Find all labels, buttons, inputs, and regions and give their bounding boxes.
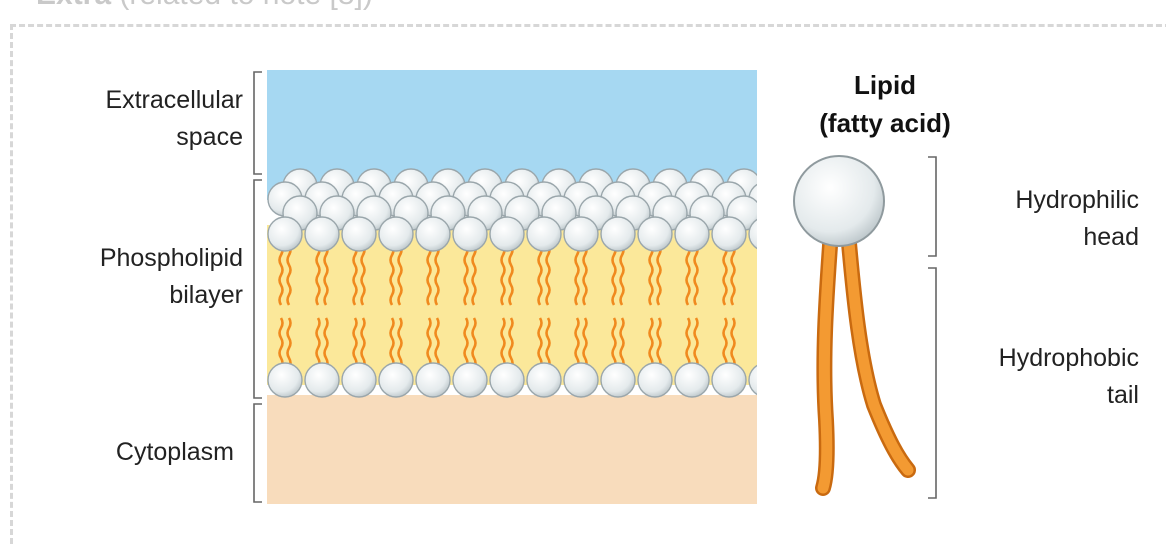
lipid-head bbox=[794, 156, 884, 246]
lipid-head-top bbox=[305, 217, 339, 251]
lipid-head-top bbox=[675, 217, 709, 251]
lipid-head-bottom bbox=[564, 363, 598, 397]
label-cytoplasm: Cytoplasm bbox=[36, 434, 234, 471]
lipid-head-top bbox=[490, 217, 524, 251]
lipid-head-bottom bbox=[601, 363, 635, 397]
lipid-head-top bbox=[749, 217, 783, 251]
lipid-head-bottom bbox=[305, 363, 339, 397]
bracket-cytoplasm bbox=[254, 404, 262, 502]
lipid-head-top bbox=[712, 217, 746, 251]
lipid-head-top bbox=[342, 217, 376, 251]
label-hydrophobic-tail: Hydrophobic tail bbox=[945, 340, 1139, 414]
lipid-head-top bbox=[416, 217, 450, 251]
lipid-head-bottom bbox=[342, 363, 376, 397]
bracket-extracellular bbox=[254, 72, 262, 174]
single-lipid bbox=[794, 156, 908, 488]
lipid-head-bottom bbox=[379, 363, 413, 397]
lipid-head-bottom bbox=[416, 363, 450, 397]
bracket-tail bbox=[928, 268, 936, 498]
lipid-head-top bbox=[527, 217, 561, 251]
lipid-head-top bbox=[564, 217, 598, 251]
lipid-head-top bbox=[379, 217, 413, 251]
bracket-head bbox=[928, 157, 936, 256]
label-lipid-title: Lipid (fatty acid) bbox=[760, 66, 1010, 142]
lipid-head-bottom bbox=[675, 363, 709, 397]
cytoplasm-region bbox=[267, 395, 757, 504]
lipid-head-bottom bbox=[638, 363, 672, 397]
label-extracellular-space: Extracellular space bbox=[36, 82, 243, 156]
lipid-head-bottom bbox=[527, 363, 561, 397]
lipid-head-top bbox=[453, 217, 487, 251]
lipid-head-bottom bbox=[453, 363, 487, 397]
lipid-head-bottom bbox=[490, 363, 524, 397]
lipid-head-top bbox=[268, 217, 302, 251]
lipid-head-top bbox=[638, 217, 672, 251]
lipid-head-bottom bbox=[268, 363, 302, 397]
lipid-head-bottom bbox=[749, 363, 783, 397]
lipid-head-top bbox=[601, 217, 635, 251]
bracket-bilayer bbox=[254, 180, 262, 398]
lipid-head-bottom bbox=[712, 363, 746, 397]
label-phospholipid-bilayer: Phospholipid bilayer bbox=[36, 240, 243, 314]
label-hydrophilic-head: Hydrophilic head bbox=[945, 182, 1139, 256]
